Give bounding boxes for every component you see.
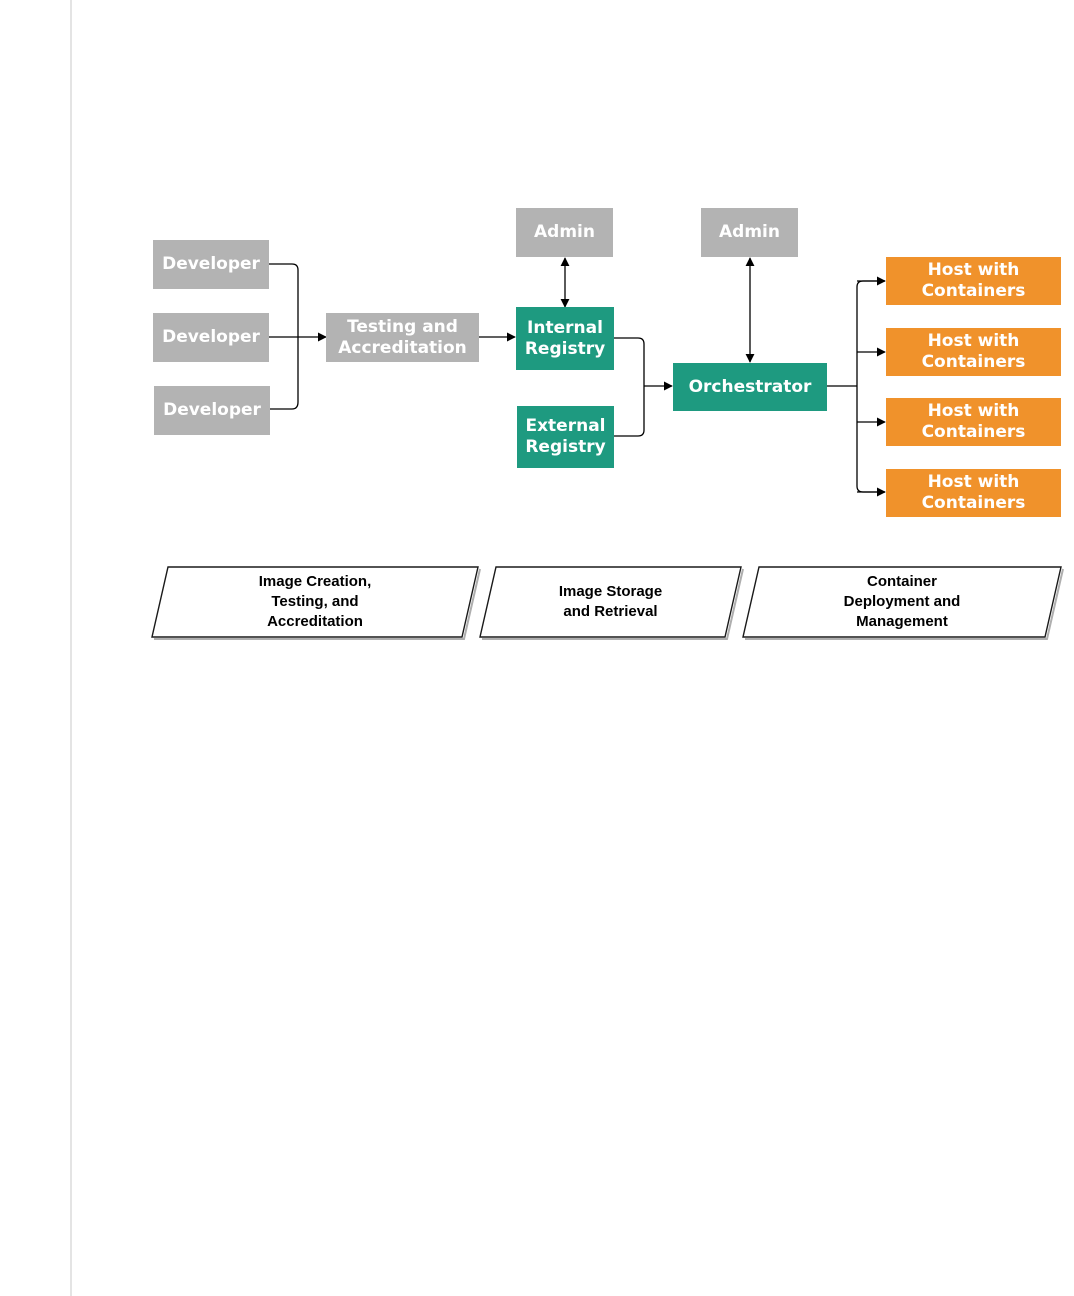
orchestrator-box: Orchestrator [673,363,827,411]
host-box-3: Host with Containers [886,398,1061,446]
host-box-2: Host with Containers [886,328,1061,376]
phase-shadow-creation [154,568,481,640]
phase-label-deployment: Container Deployment and Management [843,573,961,630]
developer-box-2: Developer [153,313,269,362]
internal-registry-box: Internal Registry [516,307,614,370]
phase-shape-creation [151,566,479,638]
host-box-4: Host with Containers [886,469,1061,517]
admin-box-orchestrator: Admin [701,208,798,257]
testing-accreditation-box: Testing and Accreditation [326,313,479,362]
developer-bracket-line [269,263,299,410]
developer-box-1: Developer [153,240,269,289]
phase-shape-storage [479,566,742,638]
phase-shadow-storage [482,568,744,640]
developer-box-3: Developer [154,386,270,435]
phase-shape-deployment [742,566,1062,638]
phase-shadow-deployment [745,568,1064,640]
registry-bracket-line [614,337,645,437]
phase-label-storage: Image Storage and Retrieval [558,583,663,620]
external-registry-box: External Registry [517,406,614,468]
host-box-1: Host with Containers [886,257,1061,305]
left-margin-rule [70,0,72,1296]
phase-label-creation: Image Creation, Testing, and Accreditati… [258,573,372,630]
host-bracket-line [856,280,885,493]
admin-box-registry: Admin [516,208,613,257]
